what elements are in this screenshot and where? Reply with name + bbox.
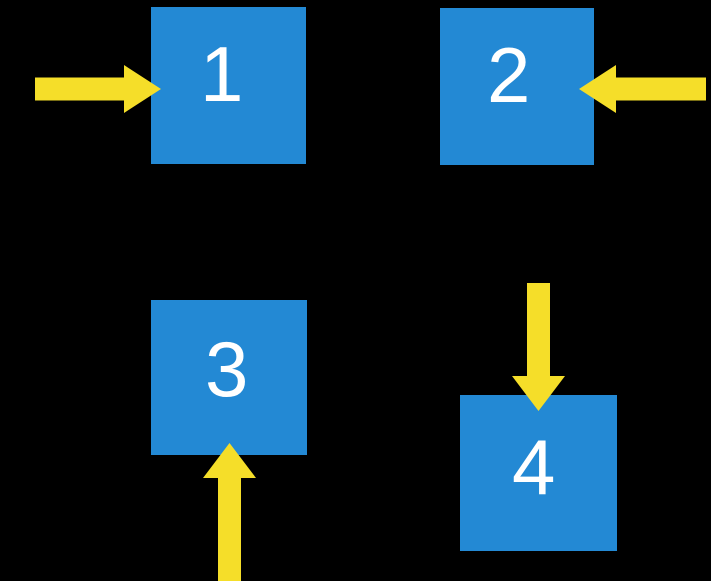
arrow-right-into-node-1 <box>35 65 161 113</box>
node-box-2[interactable] <box>440 8 594 165</box>
node-label-4: 4 <box>512 423 556 511</box>
node-box-4[interactable] <box>460 395 617 551</box>
arrow-down-into-node-4 <box>511 283 565 411</box>
node-box-3[interactable] <box>151 300 307 455</box>
node-label-2: 2 <box>487 31 531 119</box>
node-label-3: 3 <box>205 325 249 413</box>
node-box-1[interactable] <box>151 7 306 164</box>
arrow-left-into-node-2 <box>579 65 706 113</box>
node-label-1: 1 <box>200 30 244 118</box>
arrow-up-into-node-3 <box>202 443 256 581</box>
